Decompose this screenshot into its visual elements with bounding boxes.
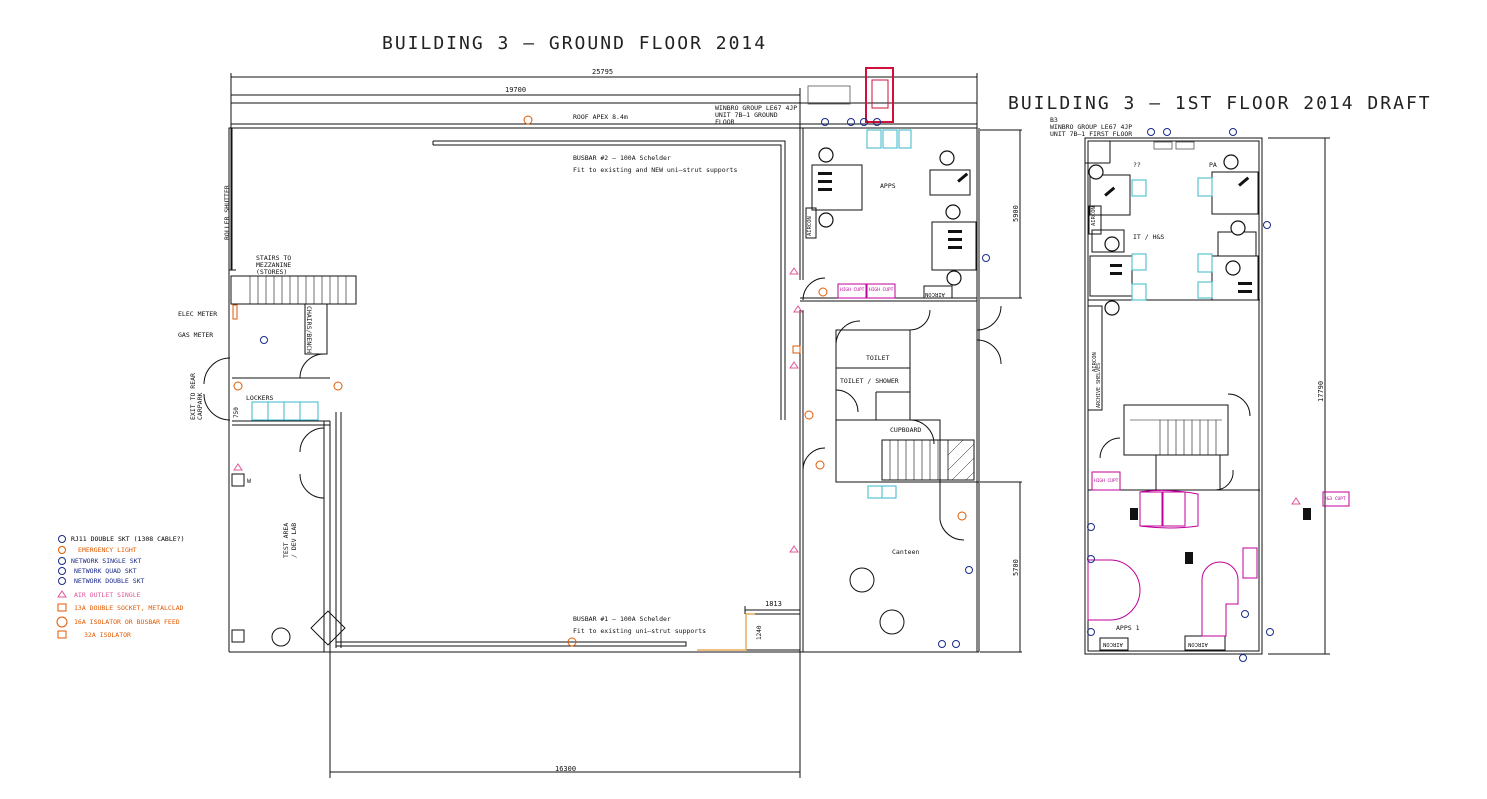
emergency-light-icon — [58, 546, 66, 554]
rj11-icon — [58, 535, 66, 543]
first-header-1: B3 — [1050, 116, 1058, 124]
stairs-label-2: MEZZANINE — [256, 261, 292, 269]
aircon-first-label-3: AIRCON — [1188, 641, 1208, 647]
first-floor-title: BUILDING 3 – 1ST FLOOR 2014 DRAFT — [1008, 93, 1432, 114]
test-area-label-1: TEST AREA — [282, 522, 290, 558]
legend-item-network-single: NETWORK SINGLE SKT — [71, 557, 142, 565]
legend-item-air-outlet: AIR OUTLET SINGLE — [74, 591, 141, 599]
dim-small-height: 1240 — [756, 625, 763, 640]
legend-item-isolator-32a: 32A ISOLATOR — [84, 631, 131, 639]
elec-meter-label: ELEC METER — [178, 310, 218, 318]
first-header-3: UNIT 7B–1 FIRST FLOOR — [1050, 130, 1133, 138]
toilet-shower-label: TOILET / SHOWER — [840, 377, 899, 385]
cupt2-label: 2&3 CUPT — [1324, 497, 1346, 502]
legend-item-network-quad: NETWORK QUAD SKT — [74, 567, 137, 575]
dim-small-width: 1813 — [765, 600, 782, 608]
high-cupt-label-1: HIGH CUPT — [840, 288, 865, 293]
high-cupt-label-2: HIGH CUPT — [869, 288, 894, 293]
busbar1-note: Fit to existing uni–strut supports — [573, 627, 707, 635]
ground-floor-title: BUILDING 3 – GROUND FLOOR 2014 — [382, 33, 768, 54]
toilet-label: TOILET — [866, 354, 890, 362]
busbar1-label: BUSBAR #1 – 100A Schelder — [573, 615, 671, 623]
network-double-icon — [58, 577, 66, 585]
legend-item-socket-13a: 13A DOUBLE SOCKET, METALCLAD — [74, 604, 184, 612]
aircon-ground-label: AIRCON — [807, 216, 813, 236]
air-outlet-icon — [57, 590, 67, 598]
legend-item-network-double: NETWORK DOUBLE SKT — [74, 577, 145, 585]
canteen-label: Canteen — [892, 548, 920, 556]
test-area-label-2: / DEV LAB — [290, 522, 298, 558]
lockers-label: LOCKERS — [246, 394, 274, 402]
gas-meter-label: GAS METER — [178, 331, 214, 339]
isolator-32a-icon — [57, 630, 67, 639]
roller-shutter-label: ROLLER SHUTTER — [223, 185, 231, 240]
qq-label: ?? — [1133, 161, 1141, 169]
apps-label: APPS — [880, 182, 896, 190]
legend-item-emergency-light: EMERGENCY LIGHT — [78, 546, 137, 554]
exit-label-2: CARPARK — [196, 392, 204, 420]
stairs-label-1: STAIRS TO — [256, 254, 292, 262]
busbar2-note: Fit to existing and NEW uni–strut suppor… — [573, 166, 738, 174]
cupboard-label: CUPBOARD — [890, 426, 922, 434]
legend-item-rj11: RJ11 DOUBLE SKT (1308 CABLE?) — [71, 535, 185, 543]
apps1-label: APPS 1 — [1116, 624, 1140, 632]
dim-bottom-width: 16300 — [555, 765, 577, 773]
network-single-icon — [58, 557, 66, 565]
aircon-ground-label-2: AIRCON — [925, 291, 945, 297]
aircon-first-label: AIRCON — [1091, 206, 1097, 226]
w-label: W — [247, 477, 251, 485]
isolator-16a-icon — [56, 616, 68, 628]
archive-first-label: ARCHIVE SHELVES — [1096, 362, 1102, 408]
socket-13a-icon — [57, 603, 67, 612]
dim-right-top: 5900 — [1012, 205, 1020, 222]
legend-item-isolator-16a: 16A ISOLATOR OR BUSBAR FEED — [74, 618, 180, 626]
winbro-ground-line3: FLOOR — [715, 118, 735, 126]
pa-label: PA — [1209, 161, 1217, 169]
winbro-ground-line2: UNIT 7B–1 GROUND — [715, 111, 778, 119]
network-quad-icon — [58, 567, 66, 575]
roof-apex-label: ROOF APEX 8.4m — [573, 113, 628, 121]
winbro-ground-line1: WINBRO GROUP LE67 4JP — [715, 104, 798, 112]
stairs-label-3: (STORES) — [256, 268, 288, 276]
it-hs-label: IT / H&S — [1133, 233, 1165, 241]
dim-first-floor-height: 17790 — [1317, 380, 1325, 402]
dim-total-width: 25795 — [592, 68, 614, 76]
busbar2-label: BUSBAR #2 – 100A Schelder — [573, 154, 671, 162]
high-cupt-first-label: HIGH CUPT — [1094, 479, 1119, 484]
first-header-2: WINBRO GROUP LE67 4JP — [1050, 123, 1133, 131]
dim-right-bottom: 5700 — [1012, 559, 1020, 576]
dim-inner-width: 19700 — [505, 86, 527, 94]
dim-lockers: 750 — [233, 407, 240, 418]
chairs-bench-label: CHAIRS/BENCH — [305, 306, 313, 353]
aircon-first-label-4: AIRCON — [1103, 641, 1123, 647]
